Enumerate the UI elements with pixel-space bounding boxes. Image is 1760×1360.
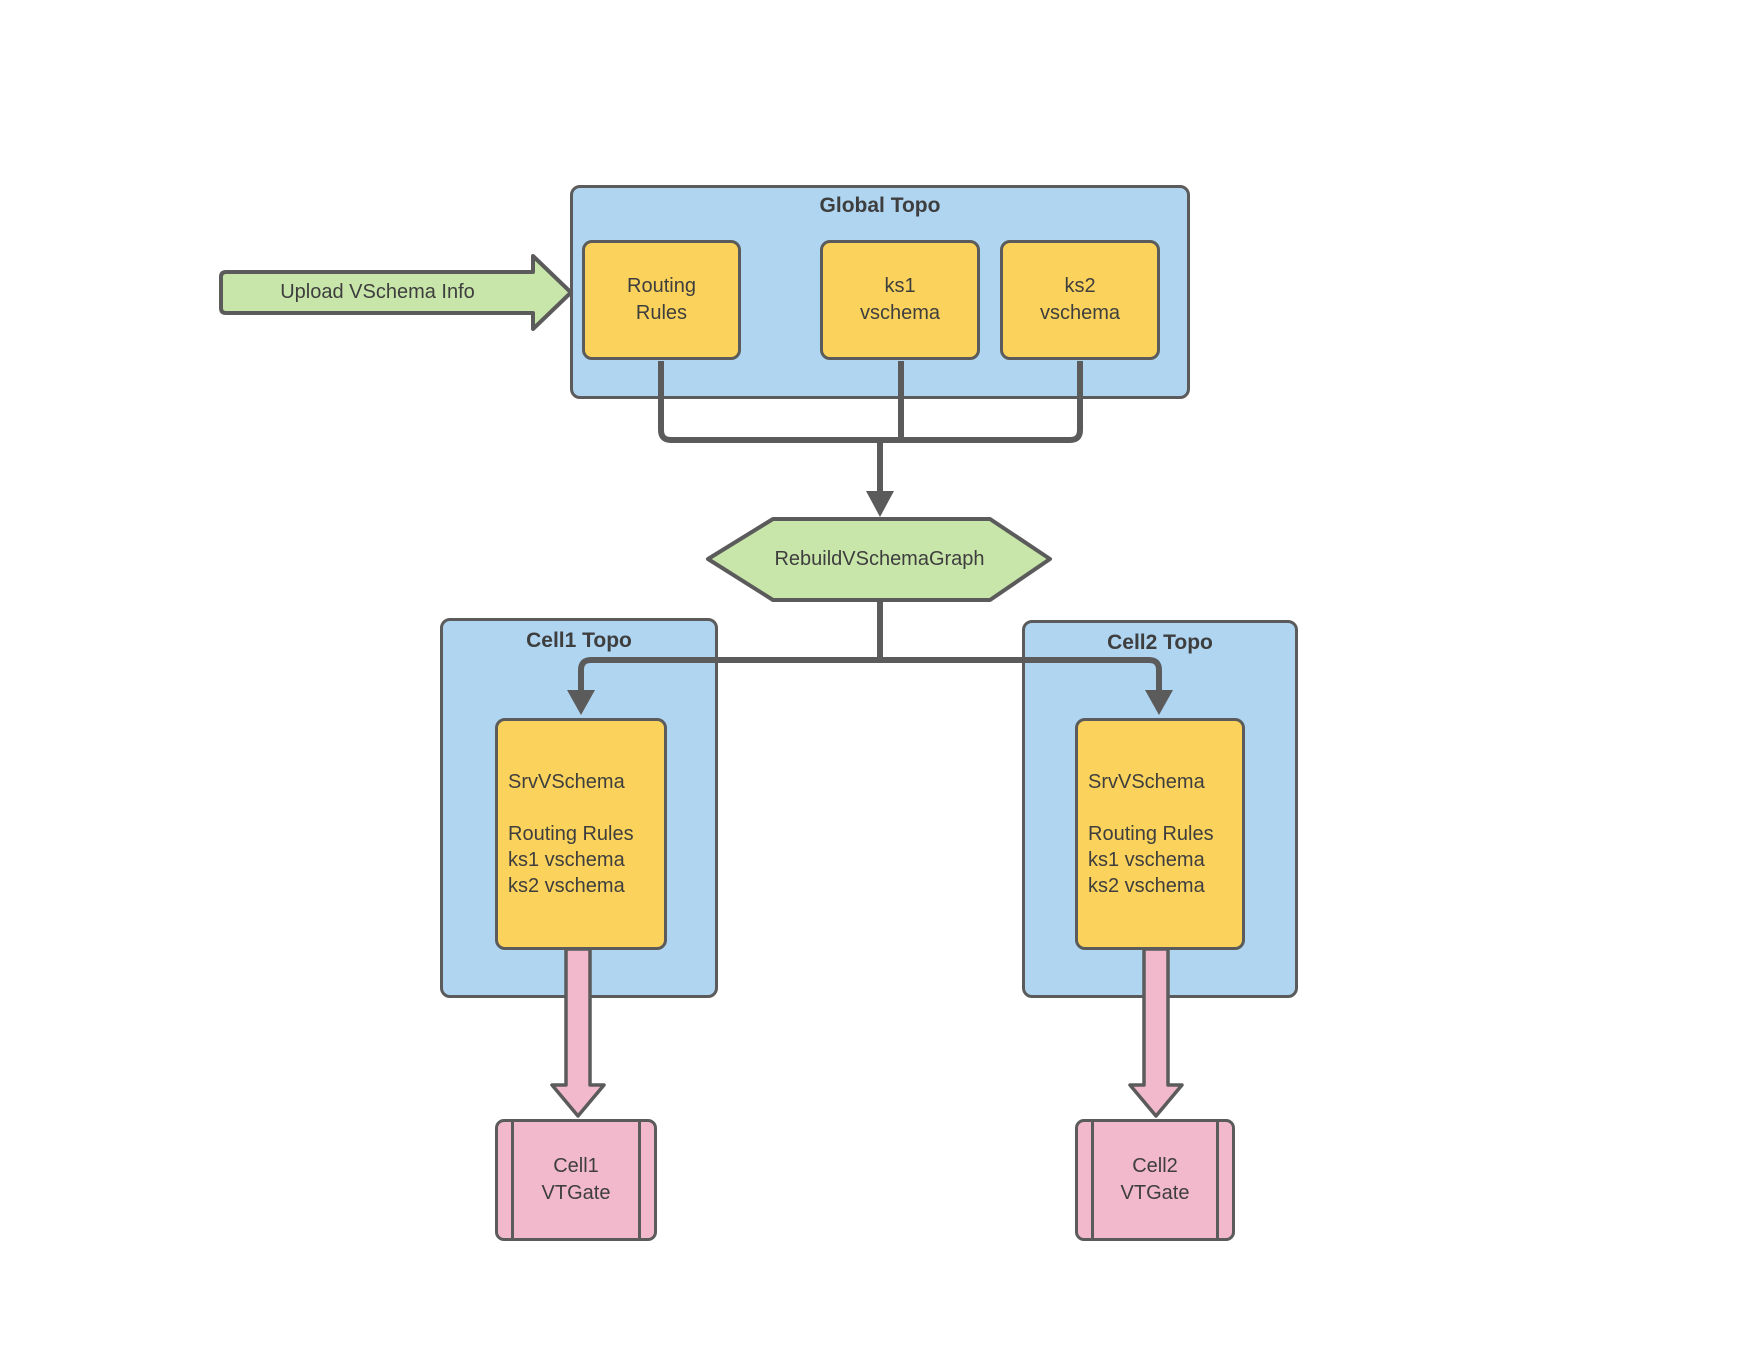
node-routing-rules-label: Routing Rules xyxy=(627,275,696,324)
node-routing-rules: Routing Rules xyxy=(582,240,741,360)
global-topo-title: Global Topo xyxy=(819,194,941,217)
node-ks2-vschema-label: ks2 vschema xyxy=(1039,275,1121,324)
arrow-head-icon xyxy=(866,491,894,517)
vtgate-inner-line xyxy=(1216,1122,1219,1238)
vtgate-inner-line xyxy=(1091,1122,1094,1238)
cell1-srvvschema-node: SrvVSchema Routing Rules ks1 vschema ks2… xyxy=(495,718,667,950)
cell2-vtgate-label: Cell2 VTGate xyxy=(1120,1155,1190,1204)
rebuild-vschemagraph-label: RebuildVSchemaGraph xyxy=(774,548,985,570)
cell2-vtgate-node: Cell2 VTGate xyxy=(1075,1119,1235,1241)
cell1-topo-title: Cell1 Topo xyxy=(526,629,632,652)
cell1-srvvschema-text: SrvVSchema Routing Rules ks1 vschema ks2… xyxy=(508,771,634,897)
cell2-topo-title: Cell2 Topo xyxy=(1107,631,1213,654)
cell2-srvvschema-text: SrvVSchema Routing Rules ks1 vschema ks2… xyxy=(1088,771,1214,897)
upload-vschema-arrow-label: Upload VSchema Info xyxy=(280,281,475,303)
cell1-vtgate-label: Cell1 VTGate xyxy=(541,1155,611,1204)
node-ks1-vschema-label: ks1 vschema xyxy=(859,275,941,324)
vtgate-inner-line xyxy=(638,1122,641,1238)
cell2-srvvschema-node: SrvVSchema Routing Rules ks1 vschema ks2… xyxy=(1075,718,1245,950)
node-ks1-vschema: ks1 vschema xyxy=(820,240,980,360)
node-ks2-vschema: ks2 vschema xyxy=(1000,240,1160,360)
cell1-vtgate-node: Cell1 VTGate xyxy=(495,1119,657,1241)
vtgate-inner-line xyxy=(511,1122,514,1238)
